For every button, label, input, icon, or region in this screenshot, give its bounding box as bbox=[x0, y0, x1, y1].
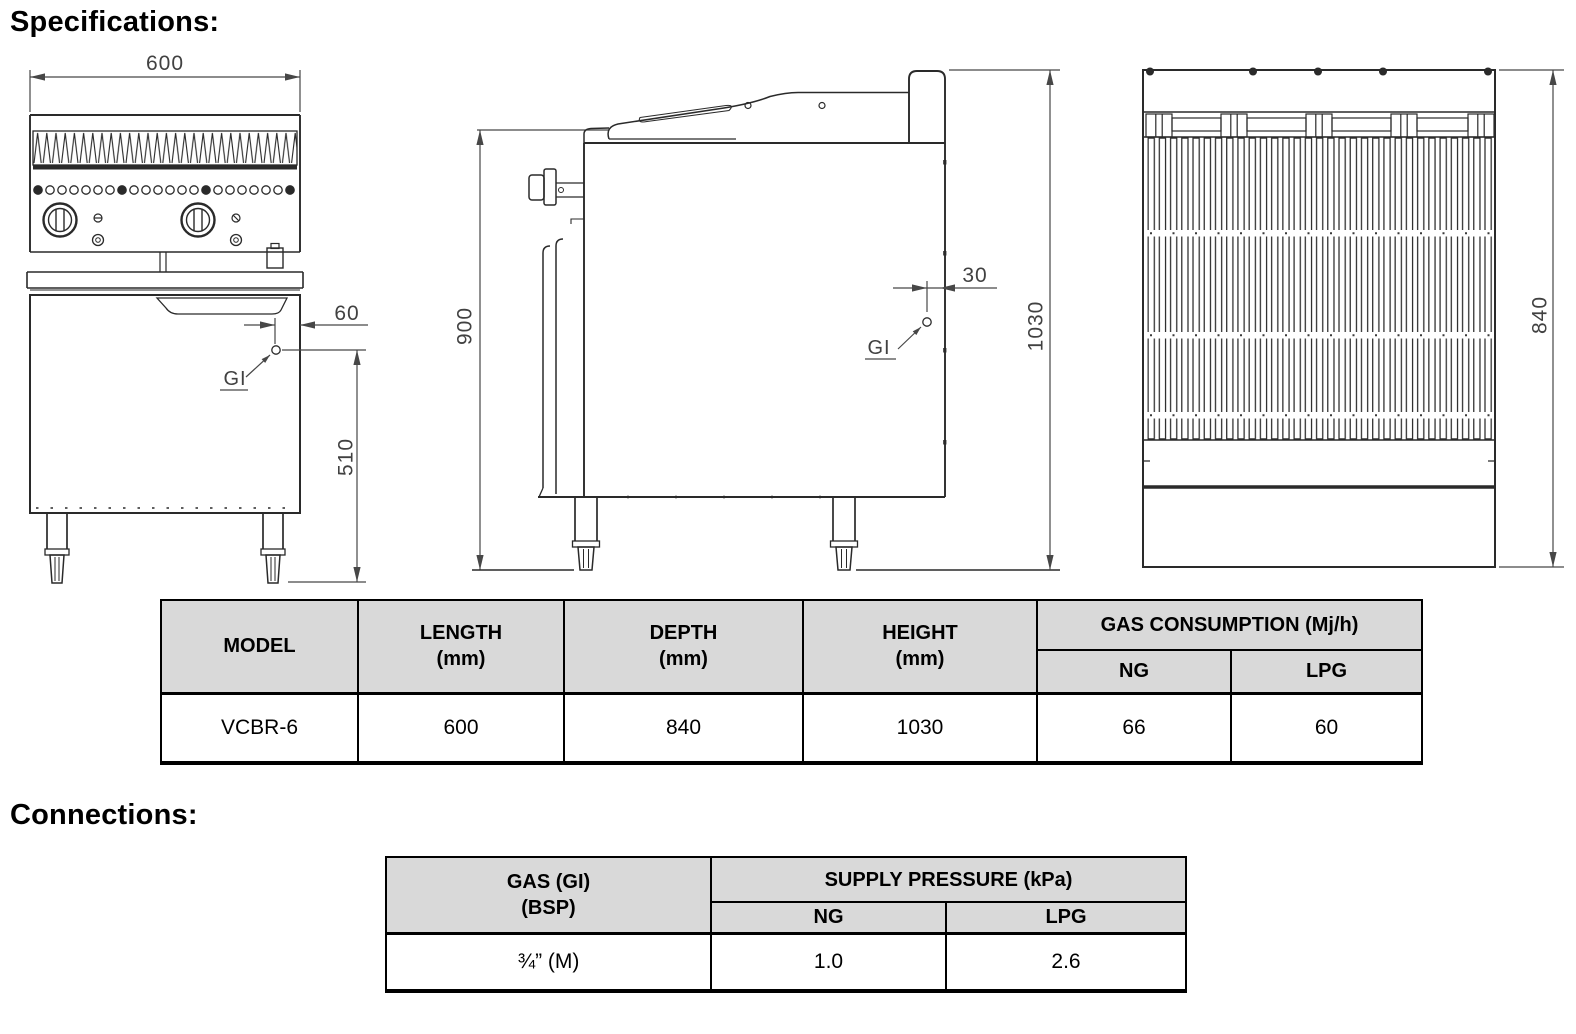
spec-value-height: 1030 bbox=[802, 691, 1038, 765]
spec-header-gas-consumption: GAS CONSUMPTION (Mj/h) bbox=[1036, 599, 1423, 651]
connections-table: GAS (GI) (BSP) SUPPLY PRESSURE (kPa) NG … bbox=[385, 856, 1187, 993]
spec-value-length: 600 bbox=[357, 691, 565, 765]
top-depth-dimension: 840 bbox=[1499, 69, 1564, 568]
spec-header-length-unit: (mm) bbox=[436, 648, 486, 671]
conn-value-lpg: 2.6 bbox=[945, 931, 1187, 993]
vent-holes bbox=[33, 185, 295, 195]
fastener-dots bbox=[626, 160, 947, 499]
spec-header-length-label: LENGTH bbox=[419, 622, 503, 645]
front-width-dimension: 600 bbox=[29, 52, 301, 112]
spec-value-model: VCBR-6 bbox=[160, 691, 359, 765]
front-gas-inlet: GI bbox=[220, 333, 281, 391]
gas-inlet-point bbox=[271, 345, 281, 355]
side-legs bbox=[571, 497, 859, 571]
spec-header-ng: NG bbox=[1036, 649, 1232, 694]
spec-header-depth-label: DEPTH bbox=[649, 622, 718, 645]
conn-header-lpg: LPG bbox=[945, 901, 1187, 934]
side-worktop-height-label: 900 bbox=[454, 307, 477, 345]
front-width-dim-label: 600 bbox=[146, 52, 184, 75]
drip-tray bbox=[155, 297, 289, 315]
conn-header-gas: GAS (GI) (BSP) bbox=[385, 856, 712, 934]
control-knob-left bbox=[42, 202, 105, 247]
control-knob-right bbox=[180, 202, 243, 247]
grill-bars bbox=[1147, 137, 1493, 440]
spec-header-height-label: HEIGHT bbox=[882, 622, 958, 645]
spec-value-depth: 840 bbox=[563, 691, 804, 765]
specifications-heading: Specifications: bbox=[10, 6, 220, 38]
conn-header-gas-unit: (BSP) bbox=[521, 896, 576, 919]
side-gas-offset-label: 30 bbox=[962, 264, 987, 287]
spec-table-row: VCBR-6 600 840 1030 66 60 bbox=[160, 691, 1423, 765]
side-view-drawing: 900 bbox=[454, 69, 1060, 571]
conn-header-ng: NG bbox=[710, 901, 947, 934]
grill-band bbox=[32, 130, 298, 166]
gas-inlet-point bbox=[922, 317, 932, 327]
side-control-knob bbox=[528, 168, 584, 206]
side-gas-inlet-label: GI bbox=[867, 337, 890, 359]
side-gas-offset-dimension: 30 bbox=[893, 264, 997, 298]
spec-value-ng: 66 bbox=[1036, 691, 1232, 765]
spec-header-model-label: MODEL bbox=[223, 635, 296, 658]
conn-value-gas: ¾” (M) bbox=[385, 931, 712, 993]
spec-header-lpg: LPG bbox=[1230, 649, 1423, 694]
conn-header-supply-pressure: SUPPLY PRESSURE (kPa) bbox=[710, 856, 1187, 903]
spec-header-depth: DEPTH (mm) bbox=[563, 599, 804, 694]
side-door bbox=[538, 238, 564, 498]
side-overall-height-dimension: 1030 bbox=[949, 69, 1060, 570]
front-gas-inlet-label: GI bbox=[223, 368, 246, 390]
spec-header-model: MODEL bbox=[160, 599, 359, 694]
pilot-assembly bbox=[266, 242, 284, 269]
top-view-drawing: 840 bbox=[1142, 67, 1564, 568]
spec-value-lpg: 60 bbox=[1230, 691, 1423, 765]
front-legs bbox=[44, 513, 286, 584]
connections-table-row: ¾” (M) 1.0 2.6 bbox=[385, 931, 1187, 993]
spec-header-height: HEIGHT (mm) bbox=[802, 599, 1038, 694]
grill-band-rail bbox=[33, 165, 297, 170]
spec-header-height-unit: (mm) bbox=[895, 648, 945, 671]
conn-value-ng: 1.0 bbox=[710, 931, 947, 993]
grate-support-rail bbox=[1145, 113, 1495, 138]
specifications-table: MODEL LENGTH (mm) DEPTH (mm) HEIGHT (mm)… bbox=[160, 599, 1423, 765]
front-gas-height-dimension: 510 bbox=[282, 349, 366, 583]
top-depth-label: 840 bbox=[1529, 296, 1552, 334]
spec-header-length: LENGTH (mm) bbox=[357, 599, 565, 694]
cabinet-front bbox=[29, 294, 301, 514]
rear-flue-riser bbox=[908, 70, 946, 497]
spec-header-depth-unit: (mm) bbox=[659, 648, 708, 671]
side-gas-inlet: GI bbox=[865, 298, 932, 360]
connections-heading: Connections: bbox=[10, 799, 198, 831]
front-gas-height-label: 510 bbox=[335, 438, 358, 476]
grate-profile bbox=[607, 91, 909, 140]
conn-header-gas-label: GAS (GI) bbox=[506, 870, 591, 893]
front-gas-offset-label: 60 bbox=[334, 302, 359, 325]
technical-drawings: 600 bbox=[26, 52, 1564, 584]
front-gas-offset-dimension: 60 bbox=[244, 302, 368, 333]
grate-cross-supports bbox=[1145, 230, 1493, 419]
side-worktop-height-dimension: 900 bbox=[454, 129, 609, 570]
front-view-drawing: 600 bbox=[26, 52, 368, 584]
rear-edge-bumps bbox=[1146, 67, 1492, 76]
side-overall-height-label: 1030 bbox=[1025, 301, 1048, 352]
